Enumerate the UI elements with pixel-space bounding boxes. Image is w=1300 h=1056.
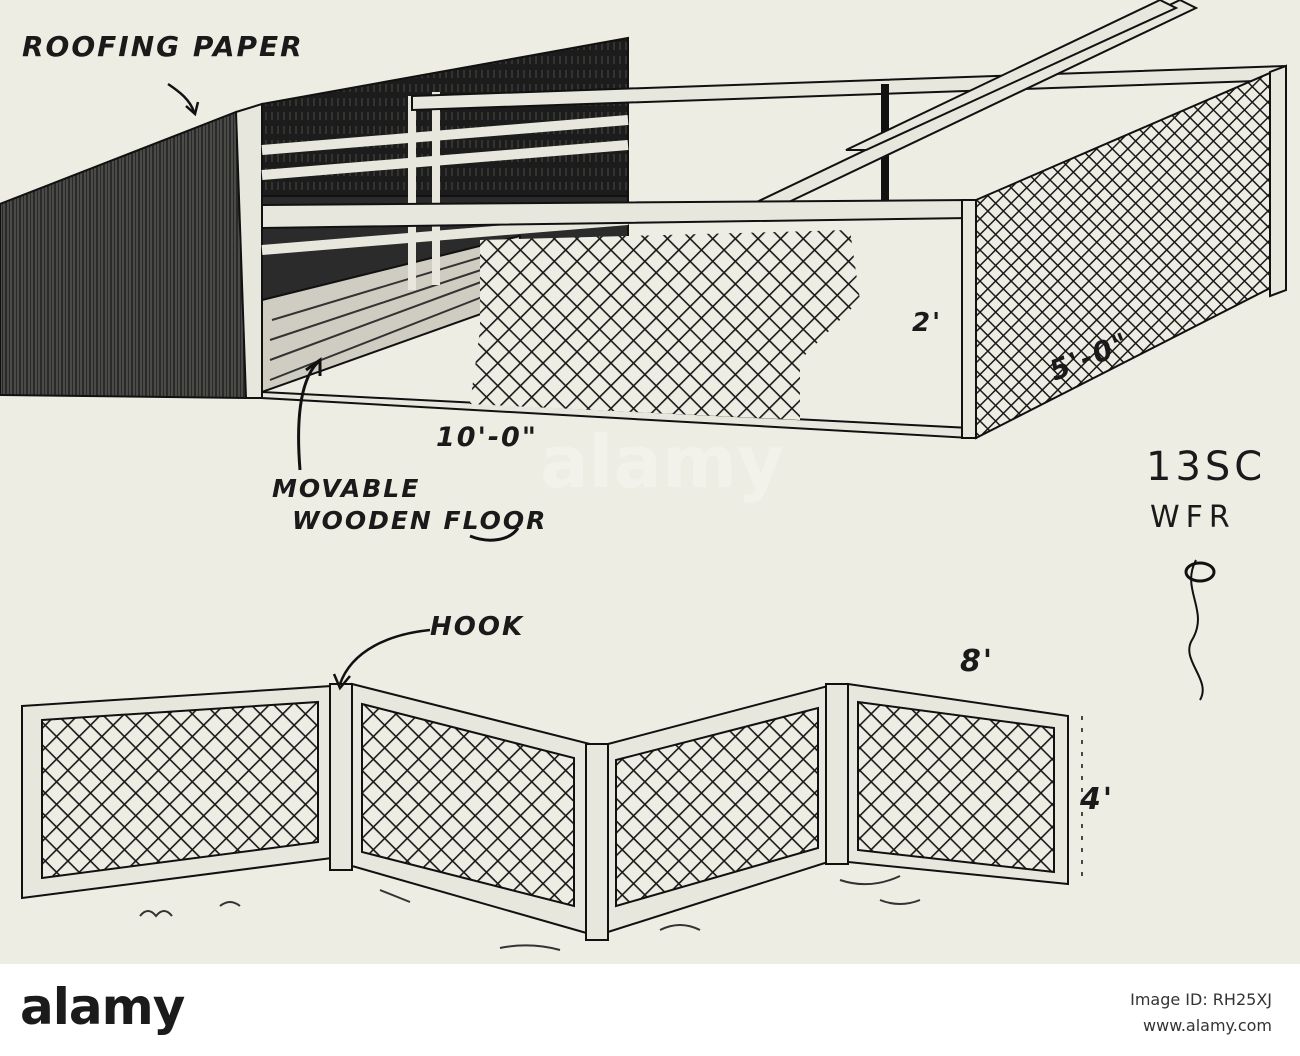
roofing-paper-label: ROOFING PAPER bbox=[22, 30, 304, 63]
footer-bar: alamy Image ID: RH25XJ www.alamy.com bbox=[0, 964, 1300, 1056]
movable-floor-label-line1: MOVABLE bbox=[272, 474, 421, 503]
code-line-2: WFR bbox=[1150, 500, 1236, 535]
end-wire-mesh bbox=[975, 64, 1287, 440]
brand-logo[interactable]: alamy bbox=[20, 978, 185, 1036]
panel-3-mesh bbox=[615, 706, 819, 908]
panel-1-mesh bbox=[41, 700, 319, 880]
code-line-1: 13SC bbox=[1146, 444, 1267, 490]
hinge-post-1 bbox=[329, 683, 353, 871]
roofing-paper-side bbox=[0, 111, 247, 400]
front-wire-mesh bbox=[470, 230, 860, 420]
line-drawing: ROOFING PAPER MOVABLE WOODEN FLOOR 10'-0… bbox=[0, 0, 1287, 951]
center-post bbox=[585, 743, 609, 941]
hinge-post-2 bbox=[825, 683, 849, 865]
open-lid-inner bbox=[845, 0, 1179, 151]
height-dimension-label: 2' bbox=[912, 308, 943, 338]
run-corner-post bbox=[961, 199, 977, 439]
image-id-label: Image ID: RH25XJ bbox=[1130, 990, 1272, 1009]
panel-width-label: 8' bbox=[960, 644, 995, 679]
hook-label: HOOK bbox=[430, 612, 525, 642]
panel-2-mesh bbox=[361, 702, 575, 908]
panel-4-mesh bbox=[857, 700, 1055, 874]
panel-height-label: 4' bbox=[1080, 782, 1115, 817]
length-dimension-label: 10'-0" bbox=[436, 422, 538, 453]
brooder-house bbox=[0, 36, 629, 400]
wire-run bbox=[167, 0, 1287, 542]
folding-panels bbox=[21, 559, 1216, 951]
site-url[interactable]: www.alamy.com bbox=[1143, 1016, 1272, 1035]
run-end-post bbox=[1269, 64, 1287, 298]
run-front-top-rail bbox=[261, 198, 971, 230]
movable-floor-label-line2: WOODEN FLOOR bbox=[292, 506, 548, 535]
illustration-svg bbox=[0, 0, 1287, 951]
